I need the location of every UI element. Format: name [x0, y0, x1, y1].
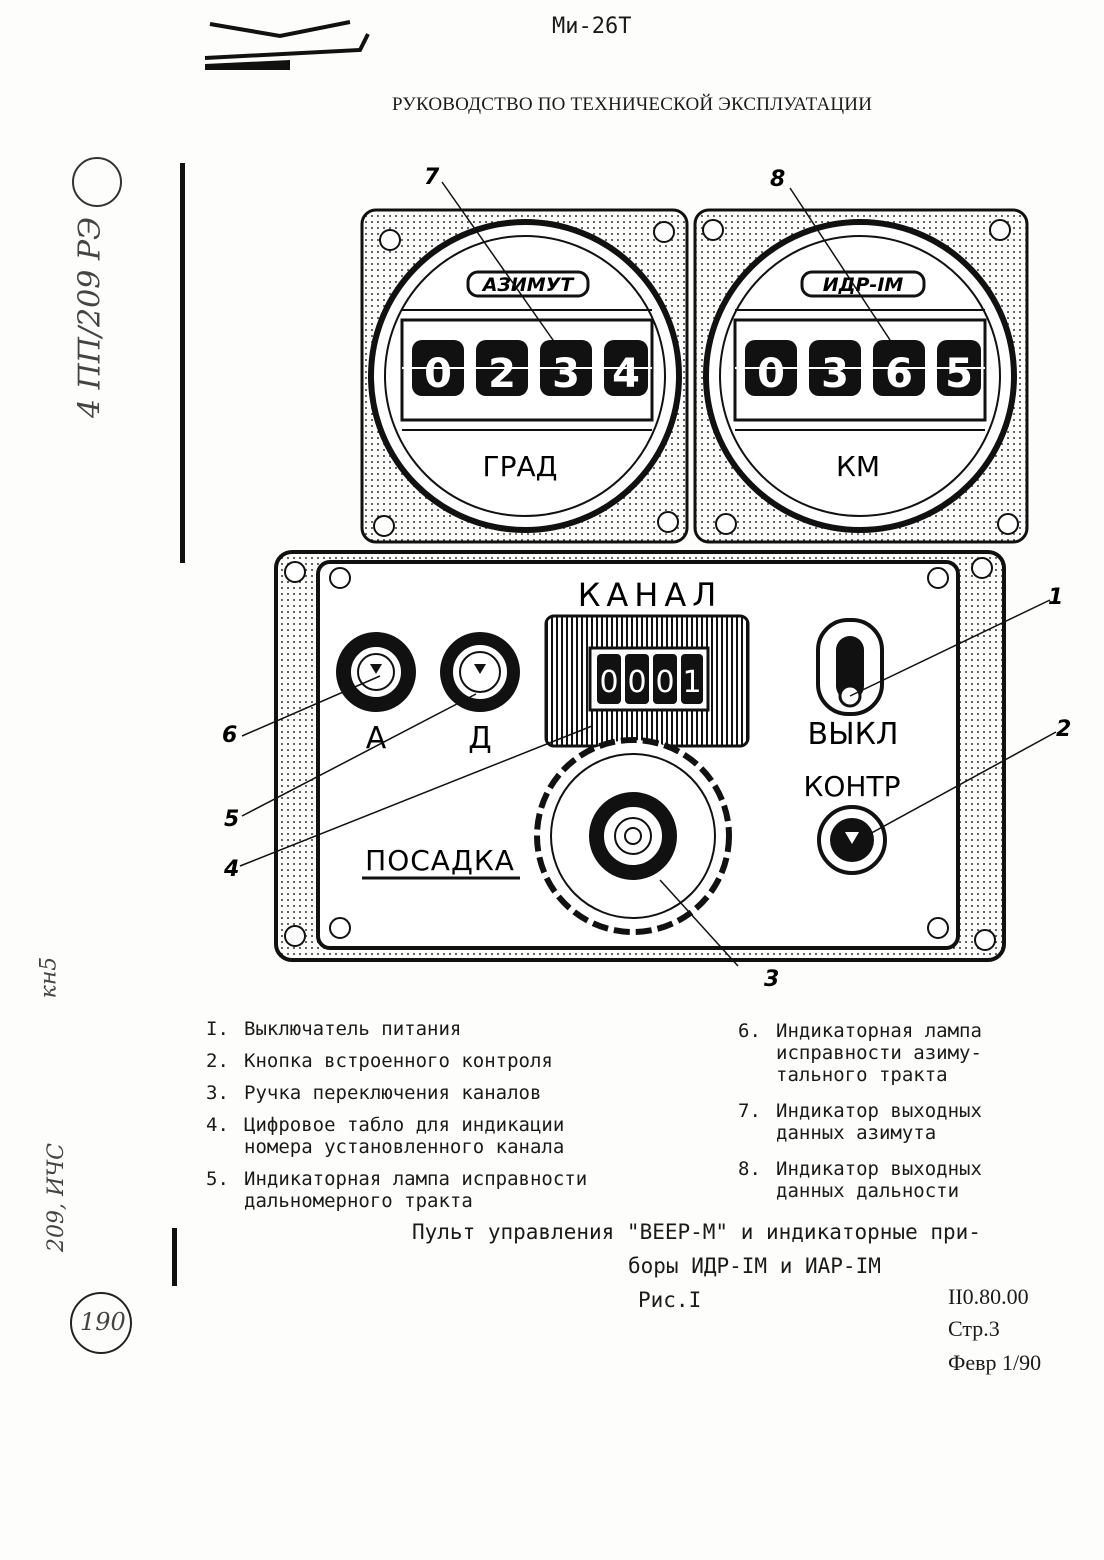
page-number-handwritten: 190: [80, 1308, 126, 1336]
figure-caption-line1: Пульт управления "ВЕЕР-М" и индикаторные…: [412, 1220, 981, 1244]
range-digit-3: 6: [885, 351, 913, 397]
margin-vertical-note: 4 ПП/209 РЭ: [72, 217, 108, 418]
legend-item: 6.Индикаторная лампа исправности азиму-т…: [738, 1020, 982, 1086]
legend-item: 5.Индикаторная лампа исправности дальном…: [206, 1168, 588, 1212]
model-name: Ми-26Т: [552, 14, 632, 39]
range-digit-4: 5: [945, 351, 973, 397]
legend-left: I.Выключатель питания 2.Кнопка встроенно…: [206, 1018, 626, 1222]
callout-3: 3: [764, 967, 779, 990]
lamp-d-label: Д: [468, 721, 491, 756]
test-button-label: КОНТР: [804, 770, 901, 803]
range-unit: КМ: [836, 450, 880, 483]
azimuth-digit-4: 4: [612, 351, 640, 397]
legend-right: 6.Индикаторная лампа исправности азиму-т…: [738, 1020, 1038, 1212]
lamp-a-label: А: [366, 721, 387, 756]
callout-5: 5: [224, 807, 239, 832]
document-title: РУКОВОДСТВО ПО ТЕХНИЧЕСКОЙ ЭКСПЛУАТАЦИИ: [392, 94, 873, 115]
range-digit-2: 3: [821, 351, 849, 397]
switch-off-label: ВЫКЛ: [808, 717, 899, 752]
callout-1: 1: [1048, 585, 1063, 610]
callout-numbers: 7 8 1 2 3 4 5 6: [222, 165, 1070, 990]
legend-item: 4.Цифровое табло для индикации номера ус…: [206, 1114, 565, 1158]
revision-date: Февр 1/90: [948, 1350, 1042, 1375]
azimuth-digit-2: 2: [488, 351, 516, 397]
azimuth-digit-3: 3: [552, 351, 580, 397]
channel-digit-1: 0: [599, 665, 618, 700]
callout-6: 6: [222, 723, 237, 748]
channel-digit-2: 0: [627, 665, 646, 700]
figure-caption-line2: боры ИДР-IM и ИАР-IM: [628, 1254, 881, 1278]
callout-4: 4: [223, 857, 239, 882]
azimuth-indicator: АЗИМУТ 0 2 3 4 ГРАД: [360, 208, 689, 544]
landing-label: ПОСАДКА: [365, 844, 515, 877]
figure-panel-drawing: АЗИМУТ 0 2 3 4 ГРАД ИДР-IM: [222, 165, 1070, 990]
callout-8: 8: [770, 167, 785, 192]
page-number-circle: [70, 1292, 132, 1354]
channel-digit-4: 1: [682, 665, 701, 700]
page-number: Стр.3: [948, 1316, 1000, 1341]
callout-7: 7: [424, 165, 440, 190]
range-indicator: ИДР-IM 0 3 6 5 КМ: [693, 208, 1029, 544]
legend-item: 8.Индикатор выходных данных дальности: [738, 1158, 982, 1202]
callout-2: 2: [1056, 717, 1070, 742]
control-panel: КАНАЛ 0 0 0 1 А Д ВЫКЛ КОНТР: [274, 550, 1006, 962]
legend-item: 2.Кнопка встроенного контроля: [206, 1050, 553, 1072]
channel-digit-3: 0: [655, 665, 674, 700]
azimuth-unit: ГРАД: [483, 450, 558, 483]
helicopter-logo-icon: [204, 20, 370, 70]
margin-bar-top: [180, 163, 185, 563]
figure-number: Рис.I: [638, 1288, 702, 1312]
document-code: II0.80.00: [948, 1284, 1029, 1309]
callout-lines: [239, 181, 1057, 967]
margin-bar-bottom: [172, 1228, 177, 1286]
range-label: ИДР-IM: [823, 274, 904, 296]
azimuth-label: АЗИМУТ: [481, 274, 576, 296]
margin-stamp-circle: [72, 157, 122, 207]
legend-item: 7.Индикатор выходных данных азимута: [738, 1100, 982, 1144]
legend-item: 3.Ручка переключения каналов: [206, 1082, 542, 1104]
legend-item: I.Выключатель питания: [206, 1018, 462, 1040]
margin-note-1: кн5: [36, 956, 62, 999]
azimuth-digit-1: 0: [424, 351, 452, 397]
channel-title: КАНАЛ: [578, 576, 723, 614]
range-digit-1: 0: [757, 351, 785, 397]
margin-note-2: 209, ИЧС: [44, 1142, 70, 1253]
